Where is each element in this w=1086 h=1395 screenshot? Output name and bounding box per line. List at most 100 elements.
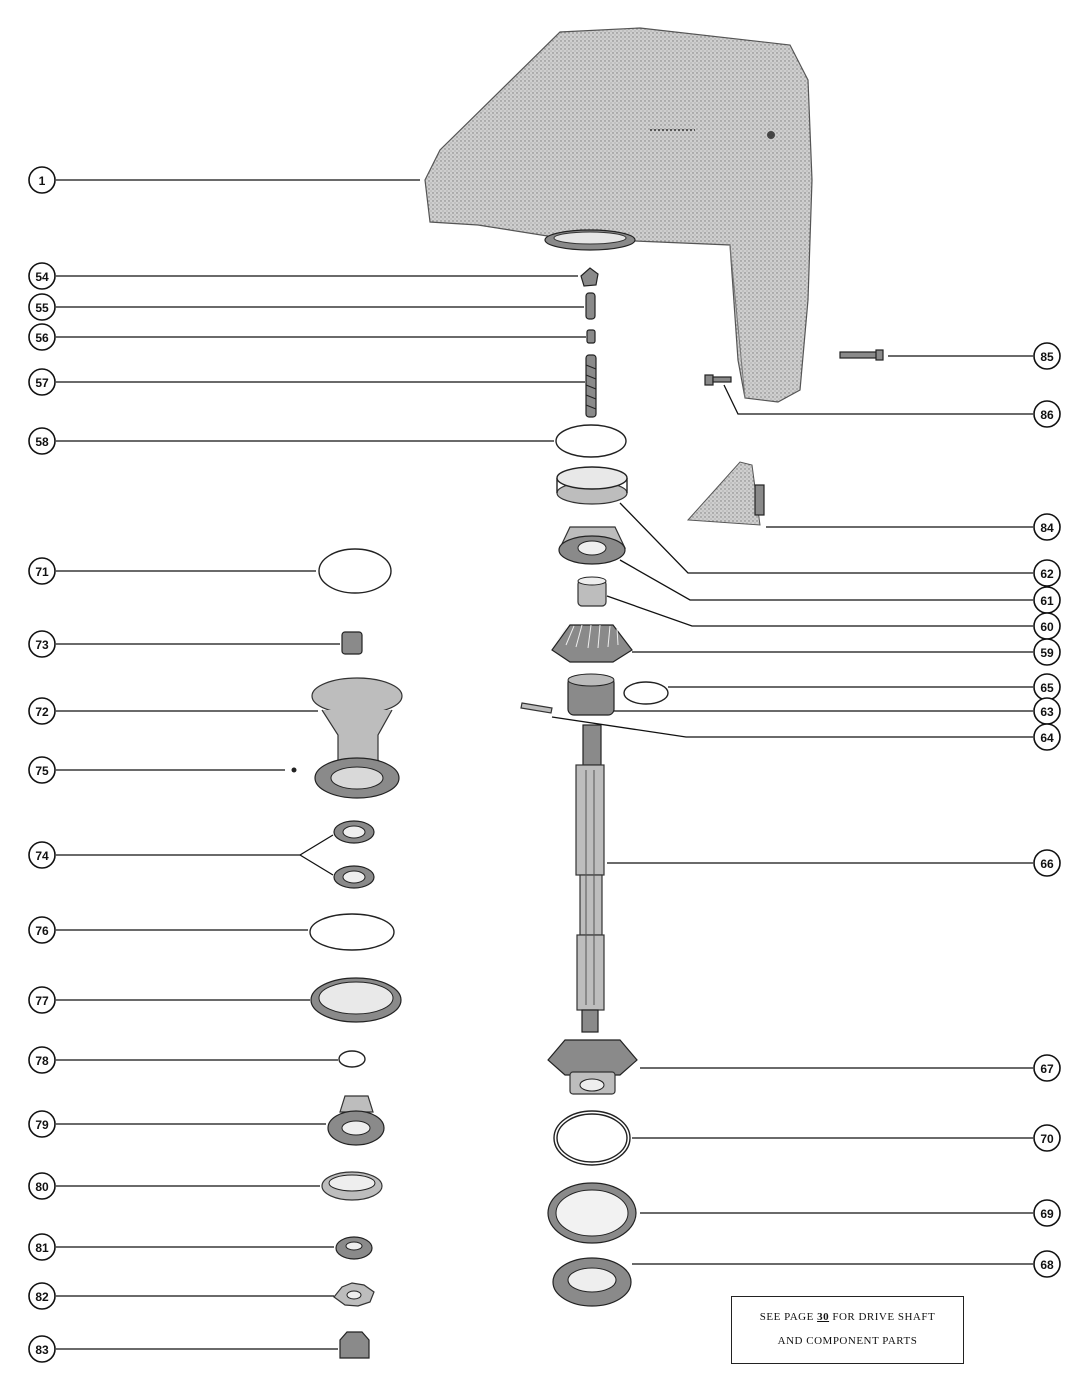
callout-number: 64 — [1040, 731, 1054, 745]
leader-lines — [56, 179, 1033, 1350]
callout-number: 1 — [39, 174, 46, 188]
callout-1: 1 — [28, 166, 56, 194]
callout-number: 73 — [35, 638, 49, 652]
callout-number: 72 — [35, 705, 49, 719]
note-line-2: AND COMPONENT PARTS — [777, 1335, 918, 1347]
callout-number: 68 — [1040, 1258, 1054, 1272]
part-75-pin — [291, 767, 297, 773]
callout-57: 57 — [28, 368, 56, 396]
part-60-sleeve — [577, 576, 607, 607]
part-69-seal — [547, 1182, 637, 1244]
note-line-1: SEE PAGE 30 FOR DRIVE SHAFT — [759, 1311, 936, 1323]
callout-73: 73 — [28, 630, 56, 658]
callout-number: 58 — [35, 435, 49, 449]
callout-60: 60 — [1033, 612, 1061, 640]
callout-number: 86 — [1040, 408, 1054, 422]
callout-number: 59 — [1040, 646, 1054, 660]
callout-62: 62 — [1033, 559, 1061, 587]
callout-70: 70 — [1033, 1124, 1061, 1152]
callout-number: 61 — [1040, 594, 1054, 608]
part-86-screw — [704, 374, 732, 386]
part-64-key — [520, 702, 553, 714]
part-72-bearing-carrier — [311, 677, 403, 799]
part-58-oring — [555, 424, 627, 458]
part-81-nut — [335, 1236, 373, 1260]
part-54-nut — [580, 267, 599, 287]
see-page-note: SEE PAGE 30 FOR DRIVE SHAFT AND COMPONEN… — [731, 1296, 964, 1364]
callout-85: 85 — [1033, 342, 1061, 370]
callout-68: 68 — [1033, 1250, 1061, 1278]
part-76-oring — [309, 913, 395, 951]
callout-64: 64 — [1033, 723, 1061, 751]
callout-63: 63 — [1033, 697, 1061, 725]
callout-number: 71 — [35, 565, 49, 579]
callout-83: 83 — [28, 1335, 56, 1363]
part-77-bearing-race — [310, 977, 402, 1023]
callout-58: 58 — [28, 427, 56, 455]
part-74-seals — [333, 820, 375, 889]
callout-number: 84 — [1040, 521, 1054, 535]
part-63-pinion — [567, 673, 615, 716]
callout-number: 79 — [35, 1118, 49, 1132]
callout-number: 77 — [35, 994, 49, 1008]
callout-number: 65 — [1040, 681, 1054, 695]
callout-79: 79 — [28, 1110, 56, 1138]
callout-number: 55 — [35, 301, 49, 315]
callout-number: 66 — [1040, 857, 1054, 871]
part-78-ring — [338, 1050, 366, 1068]
callout-number: 85 — [1040, 350, 1054, 364]
callout-number: 78 — [35, 1054, 49, 1068]
callout-59: 59 — [1033, 638, 1061, 666]
part-66-propeller-shaft — [575, 724, 605, 1033]
part-83-nut — [339, 1331, 370, 1359]
part-61-tapered-bearing — [558, 526, 626, 565]
callout-80: 80 — [28, 1172, 56, 1200]
callout-61: 61 — [1033, 586, 1061, 614]
part-84-cone — [686, 461, 765, 526]
callout-number: 56 — [35, 331, 49, 345]
callout-75: 75 — [28, 756, 56, 784]
callout-55: 55 — [28, 293, 56, 321]
callout-56: 56 — [28, 323, 56, 351]
callout-78: 78 — [28, 1046, 56, 1074]
part-79-bearing — [327, 1095, 385, 1146]
callout-number: 60 — [1040, 620, 1054, 634]
callout-number: 54 — [35, 270, 49, 284]
callout-number: 63 — [1040, 705, 1054, 719]
part-57-threaded-rod — [585, 354, 597, 418]
callout-84: 84 — [1033, 513, 1061, 541]
gear-housing — [424, 27, 813, 403]
callout-number: 67 — [1040, 1062, 1054, 1076]
callout-number: 82 — [35, 1290, 49, 1304]
callout-67: 67 — [1033, 1054, 1061, 1082]
callout-number: 62 — [1040, 567, 1054, 581]
part-56-bushing — [586, 329, 596, 344]
part-70-ring — [553, 1110, 631, 1166]
part-55-stud — [585, 292, 596, 320]
part-85-screw — [839, 349, 884, 361]
callout-number: 76 — [35, 924, 49, 938]
callout-number: 57 — [35, 376, 49, 390]
part-71-oring — [318, 548, 392, 594]
callout-69: 69 — [1033, 1199, 1061, 1227]
callout-72: 72 — [28, 697, 56, 725]
callout-86: 86 — [1033, 400, 1061, 428]
callout-number: 83 — [35, 1343, 49, 1357]
callout-82: 82 — [28, 1282, 56, 1310]
page-reference: 30 — [817, 1311, 830, 1323]
callout-number: 81 — [35, 1241, 49, 1255]
part-82-tab-washer — [333, 1282, 375, 1307]
callout-76: 76 — [28, 916, 56, 944]
callout-71: 71 — [28, 557, 56, 585]
callout-number: 80 — [35, 1180, 49, 1194]
callout-65: 65 — [1033, 673, 1061, 701]
part-62-bearing-cup — [556, 466, 628, 505]
part-73-bushing — [341, 631, 363, 655]
part-80-washer — [321, 1171, 383, 1201]
callout-number: 74 — [35, 849, 49, 863]
part-68-ball-bearing — [552, 1257, 632, 1307]
callout-number: 69 — [1040, 1207, 1054, 1221]
part-65-ring — [623, 681, 669, 705]
callout-66: 66 — [1033, 849, 1061, 877]
